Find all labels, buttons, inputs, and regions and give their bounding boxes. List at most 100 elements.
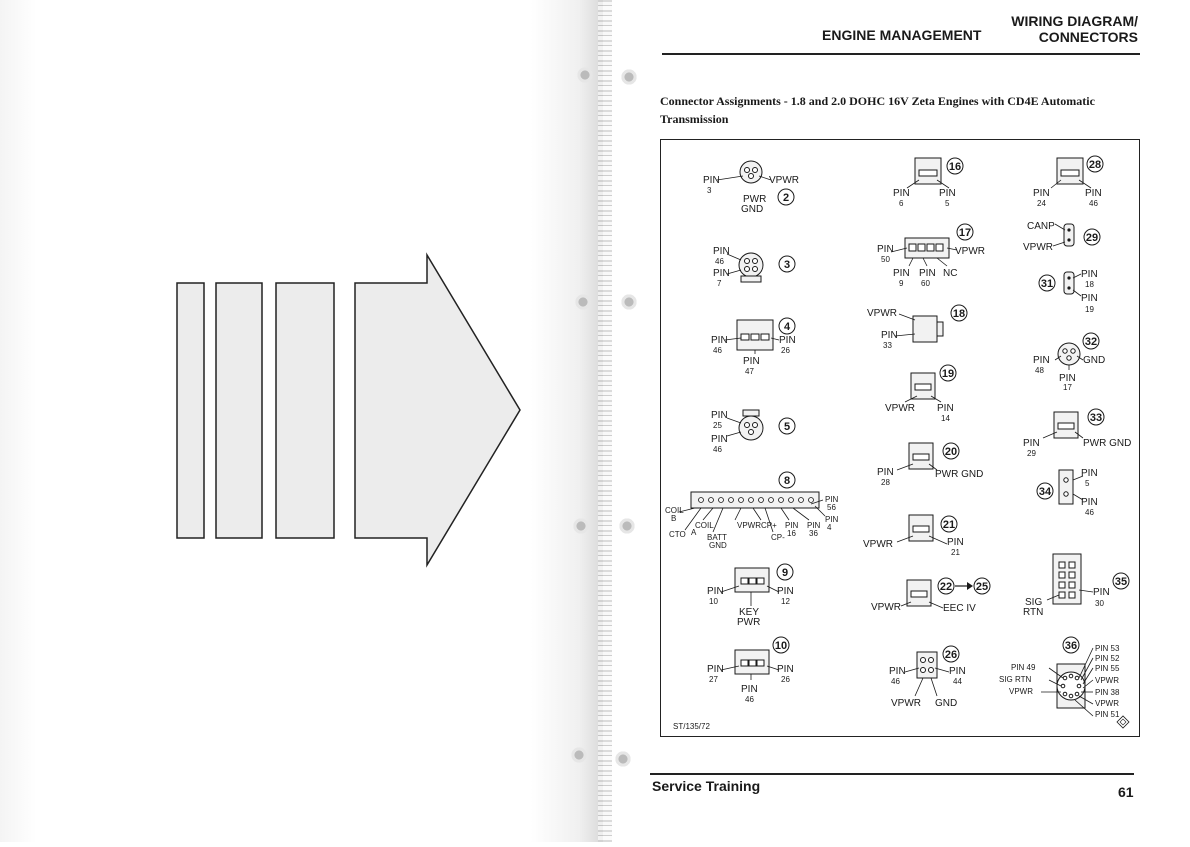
connector-31: PIN 18 PIN 19 31 bbox=[1038, 269, 1098, 314]
label: PIN bbox=[707, 586, 724, 597]
label: 19 bbox=[1085, 305, 1094, 314]
connector-number: 10 bbox=[775, 640, 787, 652]
label: KEY bbox=[739, 607, 759, 618]
connector-22-to-25: VPWR EEC IV 22 25 bbox=[871, 577, 991, 614]
label: PIN bbox=[703, 175, 720, 186]
label: PWR GND bbox=[1083, 438, 1131, 449]
connector-number: 5 bbox=[784, 421, 790, 433]
label: SIG bbox=[1025, 597, 1042, 608]
label: PIN bbox=[919, 268, 936, 279]
label: PIN bbox=[949, 666, 966, 677]
label: PIN bbox=[877, 467, 894, 478]
label: 36 bbox=[809, 529, 818, 538]
arrow-right-icon bbox=[967, 582, 973, 590]
label: GND bbox=[741, 204, 763, 215]
connector-number: 36 bbox=[1065, 640, 1077, 652]
connector-number: 8 bbox=[784, 475, 790, 487]
label: GND bbox=[935, 698, 957, 709]
label: PIN bbox=[1059, 373, 1076, 384]
label: PIN bbox=[939, 188, 956, 199]
connector-2: PIN 3 VPWR PWR GND 2 bbox=[703, 160, 799, 215]
connector-16: PIN 6 PIN 5 16 bbox=[893, 157, 964, 208]
document-title: Connector Assignments - 1.8 and 2.0 DOHC… bbox=[660, 94, 1095, 126]
label: 46 bbox=[891, 677, 900, 686]
label: PIN bbox=[707, 664, 724, 675]
label: VPWR bbox=[1023, 242, 1053, 253]
label: VPWR bbox=[891, 698, 921, 709]
binding-hole bbox=[576, 66, 594, 84]
connector-3: PIN 46 PIN 7 3 bbox=[713, 246, 796, 288]
label: PIN bbox=[937, 403, 954, 414]
label: CP+ bbox=[761, 521, 777, 530]
connector-19: VPWR PIN 14 19 bbox=[885, 364, 957, 423]
label: 46 bbox=[713, 445, 722, 454]
binding-hole bbox=[620, 68, 638, 86]
page-heading-line2: CONNECTORS bbox=[1038, 29, 1138, 45]
label: PWR GND bbox=[935, 469, 983, 480]
label: PIN bbox=[825, 515, 839, 524]
connector-number: 32 bbox=[1085, 336, 1097, 348]
connector-26: PIN 46 PIN 44 VPWR GND 26 bbox=[889, 645, 966, 709]
label: B bbox=[671, 514, 676, 523]
label: 47 bbox=[745, 367, 754, 376]
connector-number: 17 bbox=[959, 227, 971, 239]
label: 5 bbox=[945, 199, 950, 208]
label: PIN bbox=[893, 188, 910, 199]
header-divider bbox=[662, 53, 1140, 55]
connector-18: VPWR PIN 33 18 bbox=[867, 304, 968, 350]
label: 16 bbox=[787, 529, 796, 538]
label: 30 bbox=[1095, 599, 1104, 608]
label: 46 bbox=[745, 695, 754, 704]
label: PIN bbox=[743, 356, 760, 367]
label: PIN bbox=[1093, 587, 1110, 598]
label: GND bbox=[1083, 355, 1105, 366]
footer-title: Service Training bbox=[652, 778, 761, 794]
connector-20: PIN 28 PWR GND 20 bbox=[877, 442, 983, 487]
section-heading: ENGINE MANAGEMENT bbox=[822, 27, 982, 43]
binding-hole bbox=[618, 517, 636, 535]
label: PIN bbox=[711, 434, 728, 445]
label: 10 bbox=[709, 597, 718, 606]
connector-10: PIN 27 PIN 26 PIN 46 10 bbox=[707, 636, 794, 704]
connector-diagram: .t { font-size: 10px; fill: #1a1a1a; } .… bbox=[660, 139, 1140, 737]
label: 14 bbox=[941, 414, 950, 423]
connector-33: PIN 29 PWR GND 33 bbox=[1023, 408, 1131, 458]
connector-32: PIN 48 GND PIN 17 32 bbox=[1033, 332, 1105, 392]
label: COIL bbox=[695, 521, 714, 530]
connector-number: 4 bbox=[784, 321, 791, 333]
label: PIN bbox=[779, 335, 796, 346]
arrow-bar-2 bbox=[215, 282, 263, 539]
connector-17: PIN 50 VPWR PIN 9 PIN 60 NC 17 bbox=[877, 223, 985, 288]
label: EEC IV bbox=[943, 603, 976, 614]
connector-diagram-svg: .t { font-size: 10px; fill: #1a1a1a; } .… bbox=[665, 155, 1131, 731]
left-page bbox=[0, 0, 603, 842]
label: PIN bbox=[1081, 293, 1098, 304]
label: 33 bbox=[883, 341, 892, 350]
connector-8: PIN 56 PIN 4 COIL B CTO COIL A BATT GND … bbox=[665, 471, 839, 550]
label: PWR bbox=[743, 194, 766, 205]
label: 29 bbox=[1027, 449, 1036, 458]
label: PIN bbox=[1033, 355, 1050, 366]
connector-number: 9 bbox=[782, 567, 788, 579]
connector-number: 2 bbox=[783, 192, 789, 204]
label: VPWR bbox=[885, 403, 915, 414]
label: 46 bbox=[1085, 508, 1094, 517]
label: SIG RTN bbox=[999, 675, 1032, 684]
label: PIN bbox=[947, 537, 964, 548]
connector-35: SIG RTN PIN 30 35 bbox=[1023, 553, 1130, 618]
connector-number: 29 bbox=[1086, 232, 1098, 244]
connector-number: 16 bbox=[949, 161, 961, 173]
label: PIN 38 bbox=[1095, 688, 1120, 697]
label: PIN bbox=[825, 495, 839, 504]
label: VPWR bbox=[1095, 699, 1119, 708]
label: 44 bbox=[953, 677, 962, 686]
label: PIN bbox=[741, 684, 758, 695]
connector-36: PIN 53 PIN 52 PIN 55 VPWR PIN 38 VPWR PI… bbox=[999, 636, 1120, 719]
label: 46 bbox=[1089, 199, 1098, 208]
label: VPWR bbox=[871, 602, 901, 613]
page-heading: WIRING DIAGRAM/ CONNECTORS bbox=[1011, 13, 1138, 45]
connector-4: PIN 46 PIN 26 PIN 47 4 bbox=[711, 317, 796, 376]
label: A bbox=[691, 528, 697, 537]
label: PIN bbox=[877, 244, 894, 255]
label: PIN bbox=[881, 330, 898, 341]
